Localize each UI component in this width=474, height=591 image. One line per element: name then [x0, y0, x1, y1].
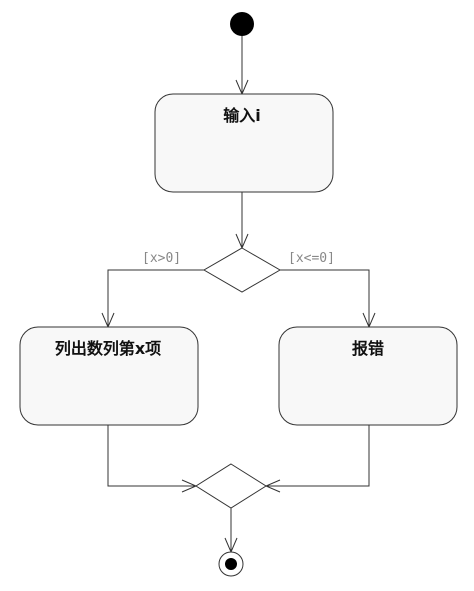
- action-error: [278, 326, 458, 426]
- edge-list-to-merge: [107, 425, 196, 487]
- action-list-term: [19, 326, 199, 426]
- edge-decision-to-list: [107, 269, 204, 327]
- action-error-label: 报错: [352, 339, 384, 358]
- edge-decision-to-error: [280, 269, 370, 327]
- action-input: [154, 93, 334, 193]
- guard-positive-label: [x>0]: [142, 251, 181, 266]
- final-node-dot: [225, 558, 237, 570]
- edge-error-to-merge: [266, 425, 370, 487]
- action-list-term-label: 列出数列第x项: [55, 339, 161, 358]
- initial-node: [230, 12, 254, 36]
- decision-node: [203, 247, 281, 293]
- action-input-label: 输入i: [223, 106, 261, 125]
- guard-non-positive-label: [x<=0]: [288, 251, 335, 266]
- merge-node: [195, 463, 267, 509]
